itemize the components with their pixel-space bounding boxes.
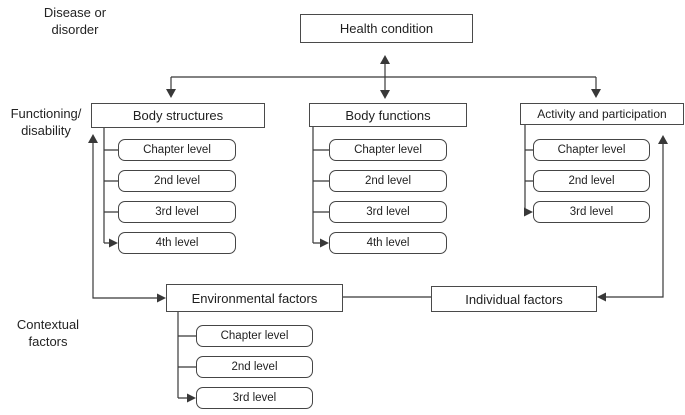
arrow-up-icon xyxy=(88,134,98,143)
level-body-functions-3rd: 3rd level xyxy=(329,201,447,223)
node-environmental-factors: Environmental factors xyxy=(166,284,343,312)
level-body-structures-chapter: Chapter level xyxy=(118,139,236,161)
arrow-up-icon xyxy=(658,135,668,144)
level-body-functions-4th: 4th level xyxy=(329,232,447,254)
level-body-functions-chapter: Chapter level xyxy=(329,139,447,161)
level-activity-participation-2nd: 2nd level xyxy=(533,170,650,192)
arrow-right-icon xyxy=(109,238,118,248)
level-activity-participation-3rd: 3rd level xyxy=(533,201,650,223)
level-activity-participation-chapter: Chapter level xyxy=(533,139,650,161)
arrow-right-icon xyxy=(187,393,196,403)
node-health-condition: Health condition xyxy=(300,14,473,43)
disease-disorder-line1: Disease or xyxy=(43,5,107,20)
node-activity-participation: Activity and participation xyxy=(520,103,684,125)
environmental-factors-tree xyxy=(177,312,196,399)
arrow-right-icon xyxy=(524,207,533,217)
functioning-disability-label: Functioning/ disability xyxy=(0,105,92,139)
body-functions-tree xyxy=(312,127,329,244)
disease-disorder-line2: disorder xyxy=(51,22,99,37)
activity-participation-tree xyxy=(524,125,533,213)
level-body-structures-2nd: 2nd level xyxy=(118,170,236,192)
functioning-disability-line1: Functioning/ xyxy=(10,106,82,121)
node-body-functions: Body functions xyxy=(309,103,467,127)
arrow-down-icon xyxy=(380,90,390,99)
contextual-factors-line2: factors xyxy=(28,334,68,349)
arrow-up-icon xyxy=(380,55,390,64)
arrow-left-icon xyxy=(597,292,606,302)
arrow-down-icon xyxy=(591,89,601,98)
functioning-disability-line2: disability xyxy=(21,123,71,138)
arrow-right-icon xyxy=(320,238,329,248)
level-environmental-2nd: 2nd level xyxy=(196,356,313,378)
node-body-structures: Body structures xyxy=(91,103,265,128)
level-body-structures-3rd: 3rd level xyxy=(118,201,236,223)
arrow-right-icon xyxy=(157,293,166,303)
environmental-feedback-connector xyxy=(92,141,159,299)
contextual-factors-label: Contextual factors xyxy=(2,316,94,350)
level-environmental-3rd: 3rd level xyxy=(196,387,313,409)
level-body-structures-4th: 4th level xyxy=(118,232,236,254)
contextual-factors-line1: Contextual xyxy=(16,317,80,332)
arrow-down-icon xyxy=(166,89,176,98)
level-body-functions-2nd: 2nd level xyxy=(329,170,447,192)
body-structures-tree xyxy=(103,128,118,244)
node-individual-factors: Individual factors xyxy=(431,286,597,312)
individual-feedback-connector xyxy=(604,142,664,298)
disease-disorder-label: Disease or disorder xyxy=(18,4,132,38)
level-environmental-chapter: Chapter level xyxy=(196,325,313,347)
